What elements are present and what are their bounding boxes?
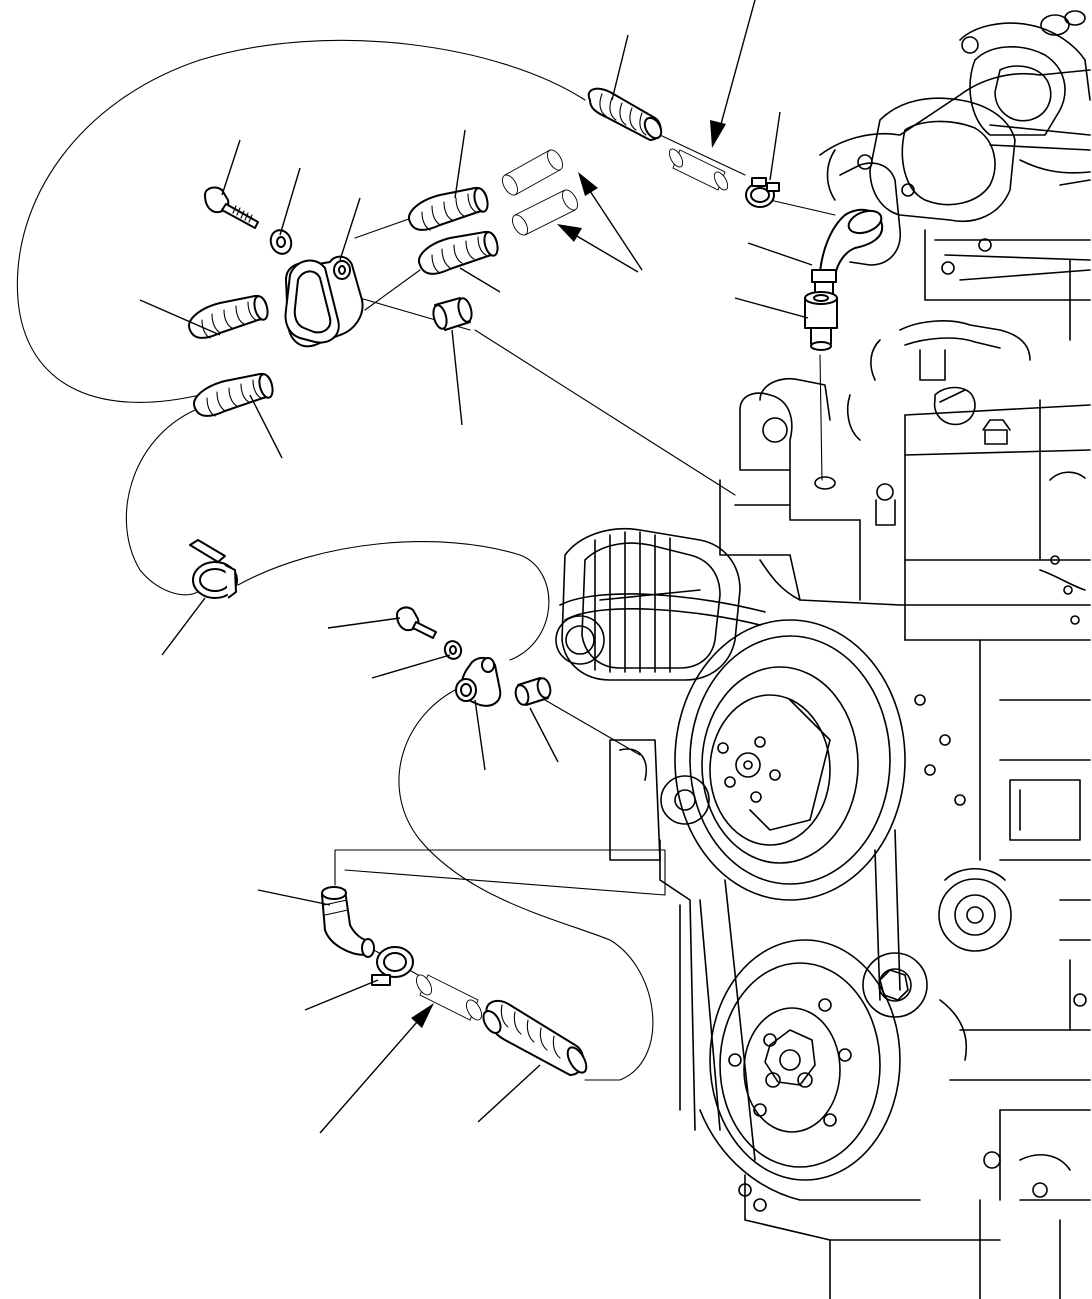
hose-clamp-icon <box>745 177 780 208</box>
bracket-icon <box>455 656 502 707</box>
bolt-icon <box>396 606 437 639</box>
spacer-icon <box>514 677 552 706</box>
adapter-fitting-icon <box>804 291 838 351</box>
hose-clamp-icon <box>371 946 414 986</box>
grommet-icon <box>284 259 340 344</box>
coiled-hose-icon <box>587 87 663 141</box>
coiled-hose-icon <box>482 999 588 1076</box>
engine-block-icon <box>555 10 1091 1299</box>
coiled-hose-icon <box>408 186 499 275</box>
spacer-icon <box>432 297 473 331</box>
elbow-fitting-icon <box>811 208 884 297</box>
washer-icon <box>269 229 293 255</box>
routing-lines <box>16 39 836 1081</box>
ring-clamp-icon <box>189 539 238 599</box>
bolt-icon <box>204 186 259 229</box>
tube-icon <box>501 149 579 236</box>
tube-icon <box>415 974 483 1021</box>
tube-icon <box>668 148 729 191</box>
elbow-fitting-icon <box>321 886 375 958</box>
washer-icon <box>443 640 463 660</box>
callout-leaders <box>139 0 813 1134</box>
coiled-hose-icon <box>188 294 274 417</box>
